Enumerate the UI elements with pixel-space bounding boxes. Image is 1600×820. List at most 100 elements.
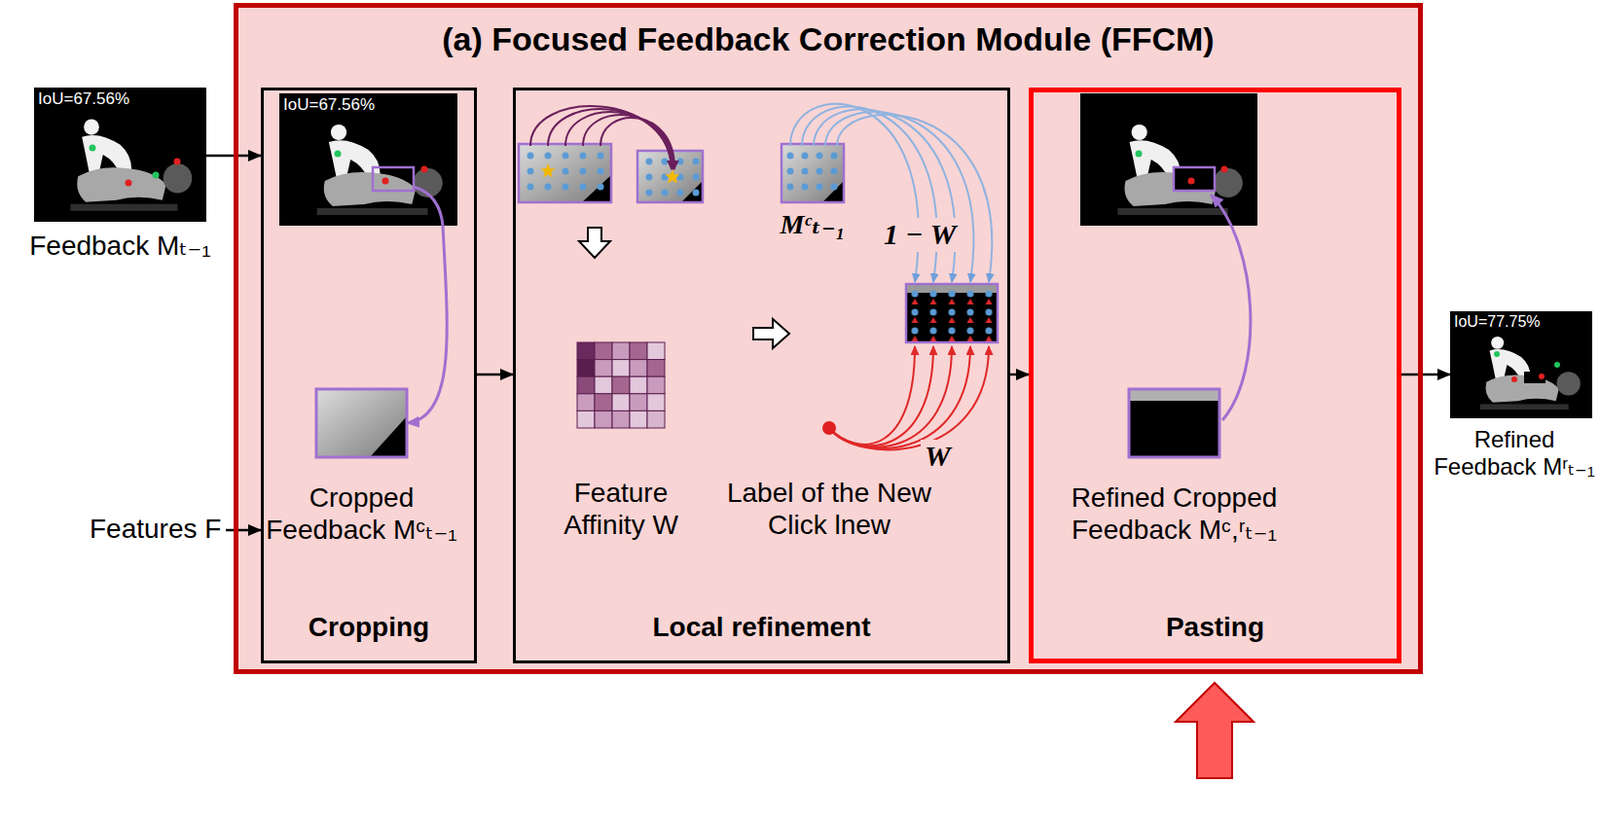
flow-arrow: [1010, 373, 1029, 377]
affinity-matrix-cells: [612, 360, 630, 378]
patch-with-anchor: [518, 144, 612, 203]
affinity-arcs: [530, 106, 675, 170]
text-label: Cropping: [263, 611, 474, 644]
affinity-matrix-cells: [577, 360, 595, 378]
step-arrow: [753, 319, 790, 349]
output-image: [1450, 311, 1593, 419]
refined-patch: Refined Cropped Feedback Mᶜ,ʳₜ₋₁: [1128, 389, 1220, 458]
output-image: [1524, 371, 1546, 384]
text-label: IoU=67.56%: [283, 95, 449, 115]
patch-with-anchor: [518, 144, 612, 203]
text-label: Features F: [89, 512, 221, 546]
cropped-patch-picture: [316, 389, 407, 458]
step-arrow: [579, 227, 790, 349]
output-image: [1493, 351, 1500, 358]
patch-with-anchor: [540, 163, 555, 179]
keep-weight-arcs: [836, 114, 992, 283]
affinity-matrix-cells: [594, 394, 613, 412]
affinity-matrix-cells: [577, 376, 595, 395]
affinity-arcs: [547, 109, 672, 170]
flow-arrow: [476, 373, 513, 377]
crop-source-image: [382, 178, 390, 185]
affinity-arcs: [582, 114, 674, 170]
paste-target-image: [1080, 93, 1258, 226]
affinity-matrix-cells: [629, 360, 648, 378]
refined-patch-picture: [1128, 389, 1220, 458]
module-frame: (a) Focused Feedback Correction Module (…: [233, 2, 1423, 675]
affinity-matrix-cells: [629, 376, 648, 395]
output-feedback-image: IoU=77.75%Refined Feedback Mʳₜ₋₁: [1450, 311, 1593, 419]
flow-arrow: [1401, 373, 1451, 377]
affinity-matrix-cells: [577, 342, 595, 361]
text-label: Mᶜₜ₋₁: [754, 208, 872, 241]
text-label: Feedback Mₜ₋₁: [12, 229, 228, 262]
stage-panel: Cropping IoU=67.56% Cropped Feedback Mᶜₜ₋₁: [260, 87, 477, 664]
crop-source-image: [279, 93, 458, 226]
weight-label: 1 − W: [879, 218, 960, 253]
affinity-matrix-cells: [612, 376, 630, 395]
highlight-arrow: [1175, 683, 1254, 779]
text-label: Pasting: [1033, 611, 1397, 644]
cropped-patch: Cropped Feedback Mᶜₜ₋₁: [316, 389, 407, 458]
input-image: [34, 87, 207, 222]
cropped-patch-picture: [316, 389, 407, 458]
output-image: [1450, 311, 1593, 419]
affinity-matrix-cells: [612, 394, 630, 412]
stage-panel: Local refinementFeature Affinity WMᶜₜ₋₁L…: [512, 87, 1011, 664]
paste-target-image: [1135, 150, 1143, 158]
features-input: Features F: [85, 512, 226, 548]
affinity-matrix-cells: [647, 410, 665, 429]
flow-arrow: [225, 529, 261, 533]
affinity-matrix-cells: [594, 376, 613, 395]
input-image: [34, 87, 207, 222]
cropped-patch: Mᶜₜ₋₁: [781, 144, 844, 203]
affinity-matrix-cells: [647, 360, 665, 378]
click-weight-arcs: [829, 346, 971, 449]
keep-weight-arcs: [801, 107, 938, 283]
affinity-matrix-cells: [594, 342, 613, 361]
previous-patch-picture: [781, 144, 844, 203]
result-patch-picture: [906, 284, 998, 343]
output-image: [1554, 362, 1561, 368]
refined-patch-picture: [1128, 194, 1251, 458]
output-image: [1538, 373, 1545, 380]
text-label: Refined Cropped Feedback Mᶜ,ʳₜ₋₁: [1048, 481, 1301, 546]
cropped-patch-picture: [369, 416, 407, 458]
paste-target-image: [1221, 166, 1229, 174]
affinity-matrix-cells: [594, 410, 613, 429]
affinity-matrix-cells: [629, 394, 648, 412]
text-label: (a) Focused Feedback Correction Module (…: [238, 19, 1419, 59]
affinity-matrix-cells: [612, 410, 630, 429]
weight-label: W: [920, 439, 955, 474]
text-label: Feature Affinity W: [533, 476, 709, 542]
stage-panel: Pasting Refined Cropped Feedback Mᶜ,ʳₜ₋₁: [1028, 87, 1402, 664]
flow-arrow: [406, 225, 447, 424]
affinity-matrix-cells: [577, 342, 665, 429]
crop-source-image: [334, 150, 342, 158]
affinity-matrix-cells: [612, 342, 630, 361]
output-image: [1511, 376, 1518, 383]
result-patch-picture: [906, 288, 998, 343]
feedback-image: IoU=67.56%: [279, 93, 458, 226]
result-patch-picture: [906, 284, 998, 343]
patch-with-anchor: [664, 169, 680, 184]
text-label: Refined Feedback Mʳₜ₋₁: [1428, 426, 1600, 482]
result-patch-picture: [906, 284, 998, 343]
input-image: [89, 145, 97, 152]
affinity-matrix-cells: [594, 360, 613, 378]
crop-source-image: [413, 186, 443, 226]
click-weight-arcs: [829, 346, 934, 446]
crop-source-image: [279, 93, 458, 226]
input-feedback-image: IoU=67.56%Feedback Mₜ₋₁: [34, 87, 207, 222]
module-ground: [233, 2, 1423, 675]
text-label: Label of the New Click lnew: [707, 476, 951, 542]
affinity-matrix-cells: [577, 394, 595, 412]
click-weight-arcs: [829, 346, 915, 445]
refined-patch-picture: [1128, 389, 1220, 458]
click-weight-arcs: [829, 346, 989, 450]
text-label: Cropped Feedback Mᶜₜ₋₁: [259, 481, 464, 546]
click-weight-arcs: [829, 346, 989, 450]
crop-source-image: [421, 166, 429, 174]
affinity-matrix-cells: [629, 342, 648, 361]
